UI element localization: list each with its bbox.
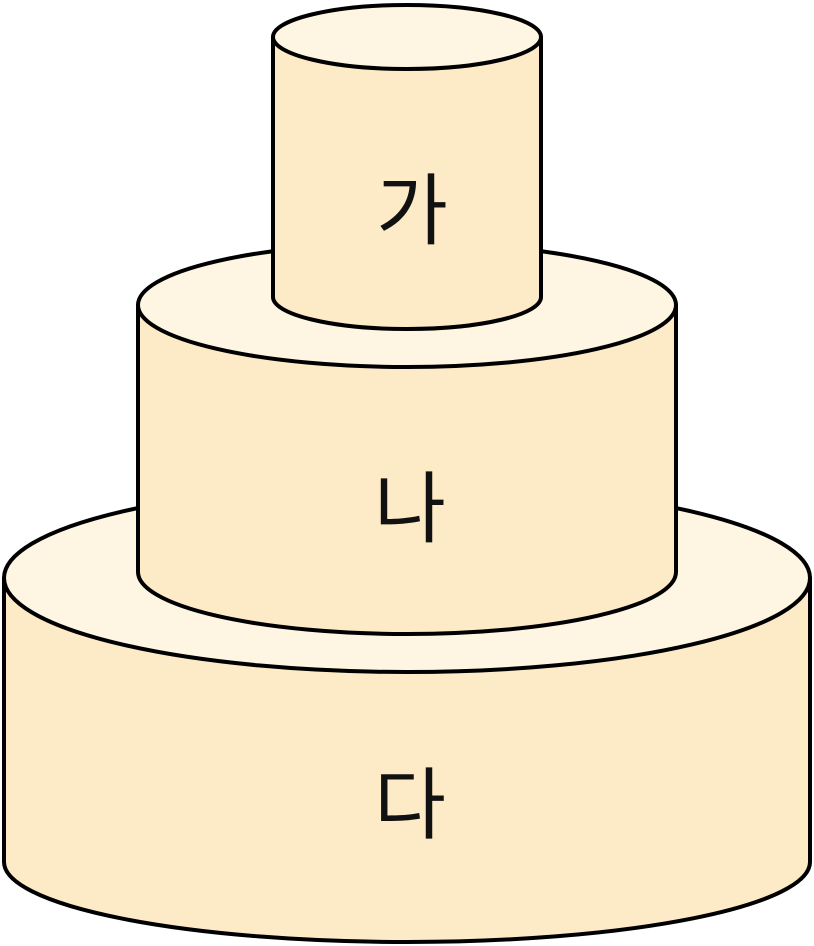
tier-top-top — [271, 3, 543, 71]
tier-top-side — [271, 35, 543, 331]
tier-bottom-label: 다 — [374, 761, 446, 851]
tier-top: 가 — [271, 3, 543, 331]
tier-top-label: 가 — [376, 167, 448, 257]
tier-middle-label: 나 — [374, 465, 446, 555]
tier-middle-side — [136, 303, 678, 636]
tier-bottom-side — [2, 576, 812, 944]
